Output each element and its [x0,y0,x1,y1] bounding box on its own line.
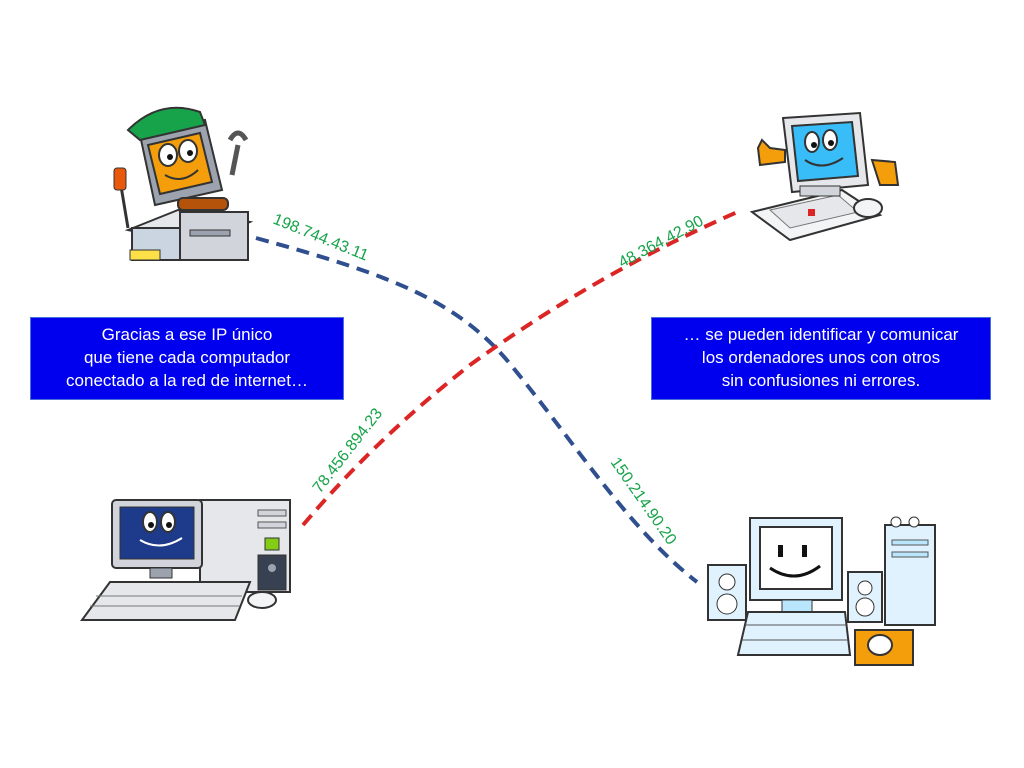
red-connection-line [301,208,743,527]
ip-label-top-right: 48.364.42.90 [616,213,707,272]
thumbs-up-computer-icon [749,111,900,242]
caption-right-line-3: sin confusiones ni errores. [721,371,921,390]
desktop-computer-icon [80,499,291,621]
mechanic-computer-icon [113,106,254,261]
caption-left-line-3: conectado a la red de internet… [66,371,308,390]
caption-right-line-2: los ordenadores unos con otros [701,348,941,367]
blue-connection-line [255,236,699,584]
caption-left-line-2: que tiene cada computador [83,348,291,367]
caption-left: Gracias a ese IP único que tiene cada co… [30,317,344,400]
caption-left-line-1: Gracias a ese IP único [101,325,273,344]
caption-right: … se pueden identificar y comunicar los … [651,317,991,400]
computer-with-speakers-icon [707,516,936,666]
ip-label-bottom-left: 78.456.894.23 [310,405,386,496]
caption-right-line-1: … se pueden identificar y comunicar [683,325,959,344]
